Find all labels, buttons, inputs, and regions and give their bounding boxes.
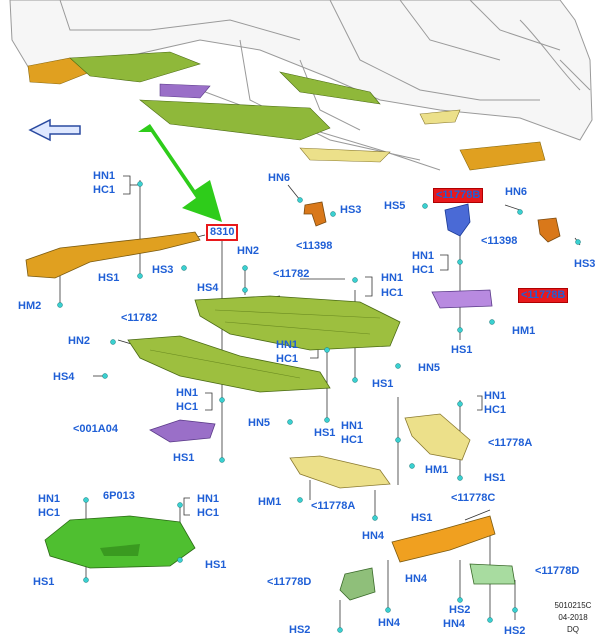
label-hc1: HC1	[381, 287, 404, 299]
label-hn1: HN1	[93, 170, 116, 182]
part-yellow-shield-a2	[289, 455, 391, 489]
label-hn2: HN2	[237, 245, 260, 257]
label-hm1: HM1	[258, 496, 282, 508]
part-bracket-11398-a	[303, 201, 327, 227]
part-orange-shield-c	[391, 515, 496, 563]
highlight-11778b-right: <11778B	[518, 288, 569, 303]
highlight-11778b-top: <11778B	[433, 188, 484, 203]
label-11782: <11782	[273, 268, 310, 280]
reference-date: 04-2018	[558, 613, 588, 622]
label-hs1: HS1	[314, 427, 336, 439]
part-purple-left	[149, 419, 216, 443]
label-hs3: HS3	[574, 258, 596, 270]
label-hs1: HS1	[173, 452, 195, 464]
part-mint-shield-d1	[339, 567, 376, 601]
label-hn1: HN1	[276, 339, 299, 351]
label-11778d: <11778D	[267, 576, 312, 588]
green-pointer-arrow	[138, 124, 222, 222]
label-hn1: HN1	[197, 493, 220, 505]
reference-initials: DQ	[567, 625, 579, 634]
label-hs5: HS5	[384, 200, 406, 212]
label-hm1: HM1	[512, 325, 536, 337]
label-hm2: HM2	[18, 300, 42, 312]
label-hn4: HN4	[443, 618, 466, 630]
label-11782: <11782	[121, 312, 158, 324]
label-hn1: HN1	[412, 250, 435, 262]
label-hs1: HS1	[411, 512, 433, 524]
label-11778a: <11778A	[311, 500, 356, 512]
label-hc1: HC1	[341, 434, 364, 446]
part-bracket-11398-b	[537, 217, 561, 243]
part-mint-shield-d2	[469, 563, 516, 585]
callout-8310: 8310	[206, 224, 239, 241]
label-11398: <11398	[481, 235, 518, 247]
part-center-shield-upper	[194, 295, 401, 351]
label-11398: <11398	[296, 240, 333, 252]
label-6p013: 6P013	[103, 490, 135, 502]
exploded-parts	[25, 201, 561, 601]
label-11778a: <11778A	[488, 437, 533, 449]
label-hn5: HN5	[418, 362, 441, 374]
label-hc1: HC1	[38, 507, 61, 519]
front-direction-arrow	[28, 118, 81, 142]
label-hs1: HS1	[451, 344, 473, 356]
label-hs2: HS2	[504, 625, 526, 636]
part-purple-right	[431, 289, 493, 309]
label-hn2: HN2	[68, 335, 91, 347]
label-hs3: HS3	[340, 204, 362, 216]
label-hs2: HS2	[289, 624, 311, 636]
label-hn6: HN6	[505, 186, 528, 198]
label-hn1: HN1	[38, 493, 61, 505]
reference-code: 5010215C	[554, 601, 592, 610]
label-hm1: HM1	[425, 464, 449, 476]
label-hn1: HN1	[484, 390, 507, 402]
label-hs1: HS1	[484, 472, 506, 484]
label-hs2: HS2	[449, 604, 471, 616]
label-hc1: HC1	[93, 184, 116, 196]
label-hn4: HN4	[405, 573, 428, 585]
label-hs1: HS1	[205, 559, 227, 571]
label-hn1: HN1	[341, 420, 364, 432]
label-hs1: HS1	[33, 576, 55, 588]
fasteners	[57, 181, 581, 633]
part-skid-plate-6p013	[44, 515, 196, 569]
part-yellow-shield-a1	[404, 413, 471, 461]
label-hs1: HS1	[372, 378, 394, 390]
label-11778c: <11778C	[451, 492, 496, 504]
vehicle-shields	[27, 51, 546, 171]
part-blue-bracket	[444, 203, 471, 237]
label-hs1: HS1	[98, 272, 120, 284]
label-hn4: HN4	[362, 530, 385, 542]
label-hn1: HN1	[381, 272, 404, 284]
part-left-side-shield	[25, 231, 201, 279]
label-hc1: HC1	[176, 401, 199, 413]
label-001a04: <001A04	[73, 423, 118, 435]
label-hc1: HC1	[484, 404, 507, 416]
label-hs4: HS4	[53, 371, 75, 383]
label-hn1: HN1	[176, 387, 199, 399]
label-hs3: HS3	[152, 264, 174, 276]
label-hn5: HN5	[248, 417, 271, 429]
label-hc1: HC1	[197, 507, 220, 519]
label-hc1: HC1	[412, 264, 435, 276]
label-hc1: HC1	[276, 353, 299, 365]
label-hn6: HN6	[268, 172, 291, 184]
label-11778d: <11778D	[535, 565, 580, 577]
label-hs4: HS4	[197, 282, 219, 294]
part-center-shield-lower	[127, 335, 331, 393]
label-hn4: HN4	[378, 617, 401, 629]
